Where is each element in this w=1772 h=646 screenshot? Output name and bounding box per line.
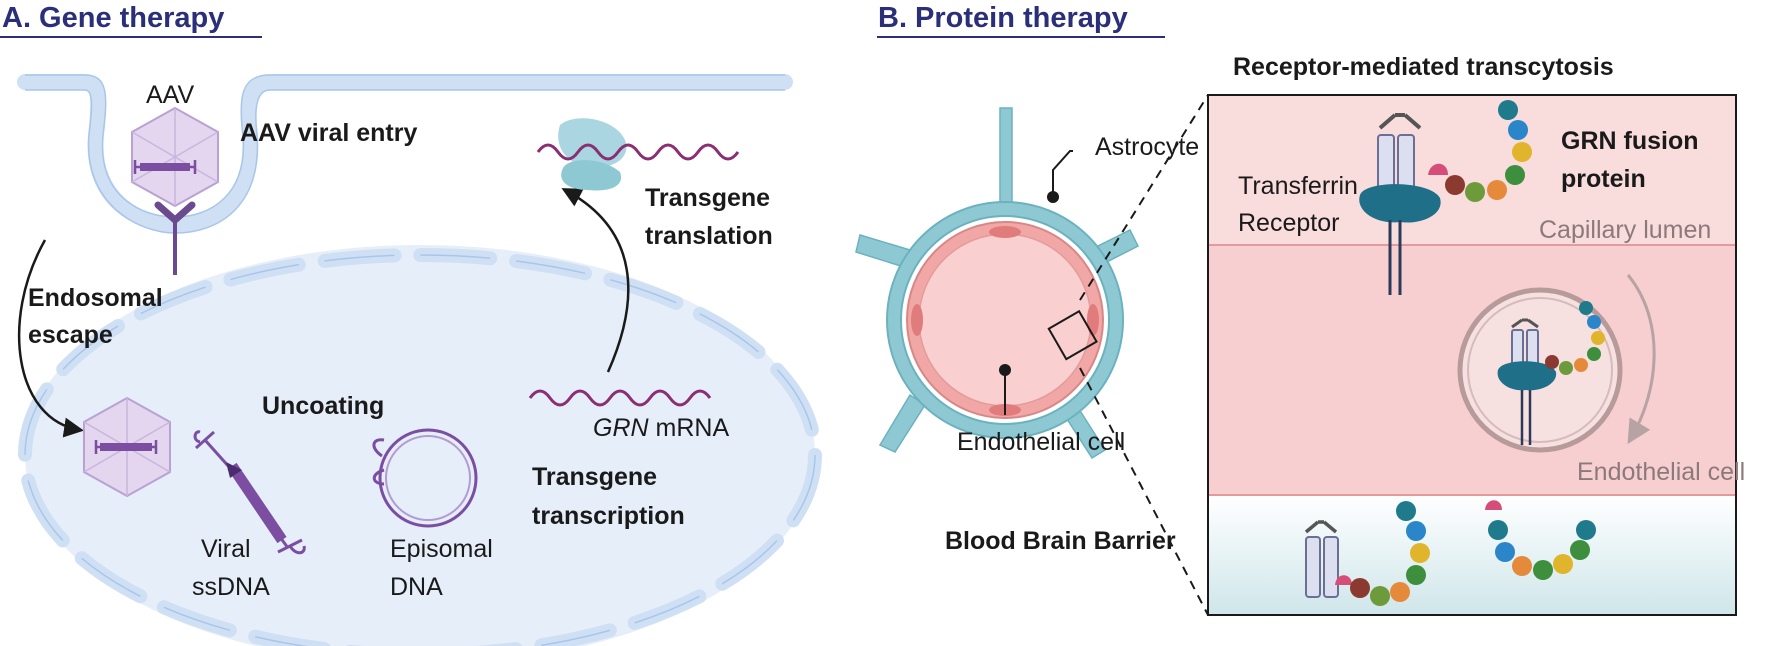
astrocyte-pointer-dot xyxy=(1047,191,1059,203)
label-uncoating: Uncoating xyxy=(262,392,385,420)
grn-mrna-squiggle xyxy=(528,389,712,407)
zoom-line-bottom xyxy=(1079,367,1209,616)
label-grn-gene: GRN xyxy=(593,414,649,442)
label-grn-fusion: GRN fusion xyxy=(1561,127,1699,155)
label-transgene-transcription-1: Transgene xyxy=(532,463,658,491)
transferrin-receptor-bottom xyxy=(1304,520,1339,598)
heading-protein-therapy: B. Protein therapy xyxy=(878,2,1128,34)
label-viral: Viral xyxy=(201,535,251,563)
transcytosis-detail-panel xyxy=(1207,94,1737,616)
label-aav: AAV xyxy=(146,81,195,109)
label-aav-viral-entry: AAV viral entry xyxy=(240,119,418,147)
label-receptor: Receptor xyxy=(1238,209,1340,237)
label-mrna: mRNA xyxy=(648,414,730,442)
label-ssdna: ssDNA xyxy=(192,573,270,601)
translation-arrow xyxy=(561,188,630,373)
astrocyte-pointer xyxy=(1052,150,1073,197)
episomal-dna xyxy=(372,428,478,528)
heading-gene-therapy: A. Gene therapy xyxy=(2,2,225,34)
grn-fusion-protein-bottom-right xyxy=(1485,500,1596,580)
aav-capsid-nucleus xyxy=(83,396,171,498)
endothelial-nucleus xyxy=(989,226,1021,238)
endothelial-nucleus xyxy=(911,304,923,336)
transferrin-receptor-vesicle xyxy=(1497,318,1557,445)
aav-receptor xyxy=(154,201,196,275)
viral-ssdna xyxy=(193,430,306,555)
label-endothelial-cell-left: Endothelial cell xyxy=(957,428,1126,456)
zoom-box xyxy=(1047,309,1098,361)
grn-fusion-protein-vesicle xyxy=(1545,301,1605,375)
label-receptor-mediated-transcytosis: Receptor-mediated transcytosis xyxy=(1233,53,1614,81)
zoom-line-top xyxy=(1079,94,1209,301)
label-endothelial-cell-right: Endothelial cell xyxy=(1577,458,1746,486)
translated-mrna xyxy=(536,143,740,161)
label-grn-mrna: GRN mRNA xyxy=(593,414,729,443)
label-episomal: Episomal xyxy=(390,535,493,563)
label-transgene-translation-2: translation xyxy=(645,222,773,250)
heading-gene-underline xyxy=(0,36,262,38)
label-blood-brain-barrier: Blood Brain Barrier xyxy=(945,527,1176,555)
label-transgene-translation-1: Transgene xyxy=(645,184,771,212)
endothelial-nucleus xyxy=(1087,304,1099,336)
label-protein: protein xyxy=(1561,165,1646,193)
transcytosis-arrow xyxy=(1626,274,1656,445)
nuclear-envelope-edge xyxy=(24,254,816,646)
label-astrocyte: Astrocyte xyxy=(1095,133,1200,161)
aav-capsid-entry xyxy=(131,106,219,208)
endosomal-escape-arrow xyxy=(17,239,84,438)
label-escape: escape xyxy=(28,321,113,349)
endothelial-pointer-dot xyxy=(999,364,1011,376)
label-transferrin: Transferrin xyxy=(1238,172,1358,200)
label-transgene-transcription-2: transcription xyxy=(532,502,685,530)
label-dna: DNA xyxy=(390,573,443,601)
grn-fusion-protein-bottom-left xyxy=(1335,501,1430,606)
transferrin-receptor-top xyxy=(1359,113,1448,295)
label-endosomal: Endosomal xyxy=(28,284,163,312)
label-capillary-lumen: Capillary lumen xyxy=(1539,216,1712,244)
grn-fusion-protein-top xyxy=(1445,100,1532,202)
heading-protein-underline xyxy=(877,36,1165,38)
ribosome xyxy=(536,118,740,191)
